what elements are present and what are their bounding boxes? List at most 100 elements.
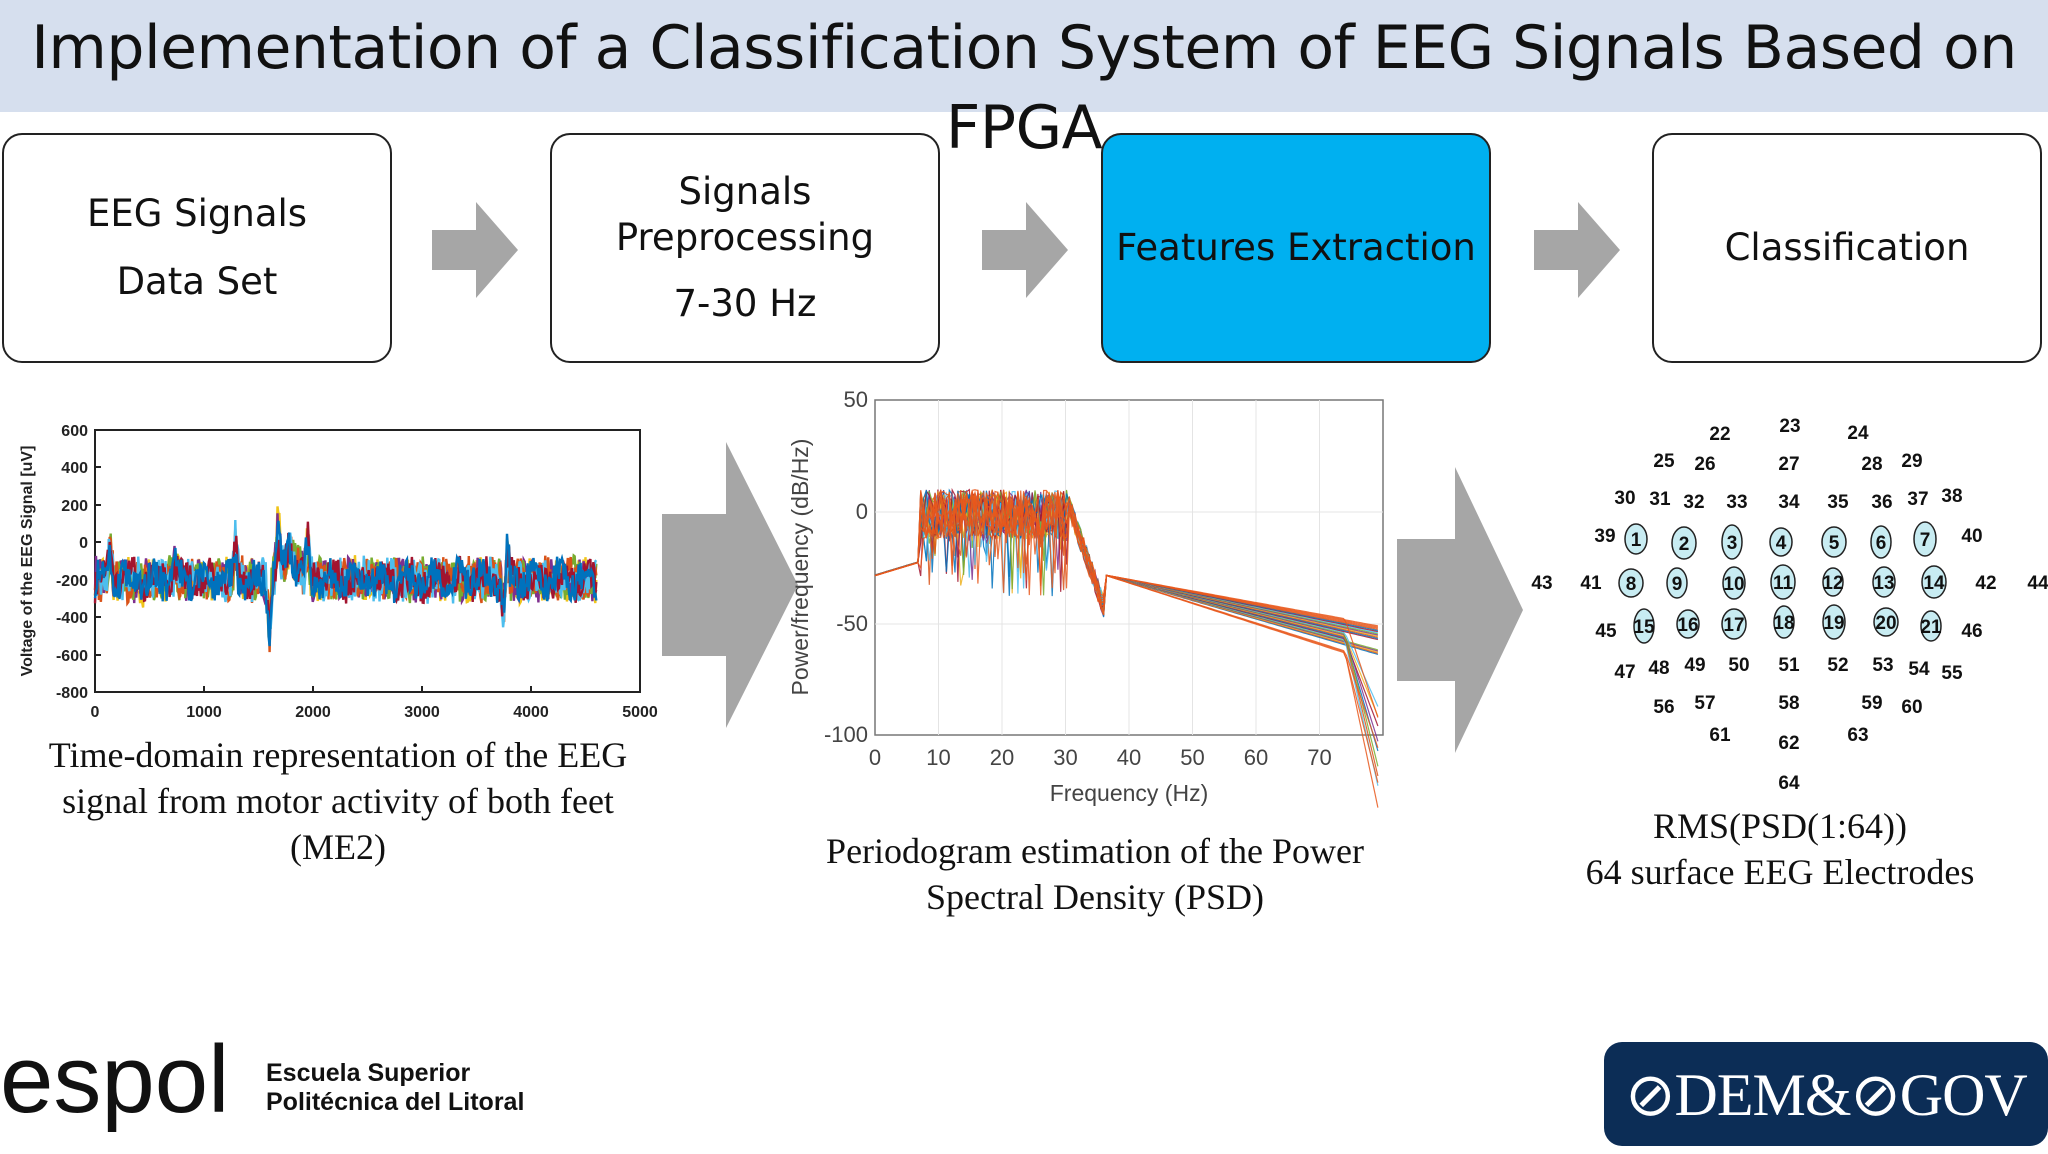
electrode-label: 43	[1531, 573, 1552, 594]
electrode-marker	[1821, 526, 1847, 558]
electrode-label: 40	[1961, 526, 1982, 547]
electrode-label: 64	[1778, 773, 1800, 794]
electrode-label: 27	[1778, 454, 1799, 475]
y-tick-label: 0	[856, 499, 868, 524]
x-tick-label: 0	[869, 745, 881, 770]
electrode-label: 8	[1626, 574, 1637, 595]
y-tick-label: 50	[844, 387, 868, 412]
electrode-label: 48	[1648, 658, 1669, 679]
y-axis-label: Voltage of the EEG Signal [uV]	[19, 446, 36, 677]
time-domain-plot: 600 400 200 0 -200 -400 -600 -800 0 1000…	[19, 423, 658, 721]
electrode-label: 56	[1653, 697, 1674, 718]
electrode-label: 53	[1872, 655, 1893, 676]
electrode-label: 38	[1941, 486, 1962, 507]
x-tick-label: 70	[1307, 745, 1331, 770]
electrode-marker	[1870, 525, 1892, 559]
electrode-label: 51	[1778, 655, 1800, 676]
edem-egov-logo-text: ⊘DEM&⊘GOV	[1625, 1062, 2028, 1128]
psd-trace	[874, 490, 1379, 718]
electrode-label: 11	[1773, 573, 1794, 594]
large-arrow-right-icon	[662, 442, 798, 728]
y-tick-label: -200	[56, 573, 88, 590]
time-plot-caption: Time-domain representation of the EEG si…	[0, 732, 676, 870]
electrode-label: 15	[1633, 617, 1655, 638]
x-tick-label: 4000	[513, 704, 549, 721]
y-axis-label: Power/frequency (dB/Hz)	[790, 439, 813, 696]
y-tick-label: 0	[79, 535, 88, 552]
step-label: EEG Signals	[86, 191, 308, 235]
espol-logo-word: espol	[0, 1030, 230, 1133]
electrode-label: 9	[1672, 574, 1683, 595]
electrode-label: 60	[1901, 697, 1922, 718]
electrode-label: 12	[1822, 573, 1843, 594]
electrode-label: 7	[1920, 530, 1931, 551]
step-eeg-dataset: EEG Signals Data Set	[2, 133, 392, 363]
electrode-marker	[1769, 527, 1793, 557]
electrode-label: 23	[1779, 416, 1800, 437]
x-tick-label: 40	[1117, 745, 1141, 770]
x-tick-label: 10	[926, 745, 950, 770]
caption-line: Periodogram estimation of the Power	[826, 831, 1364, 871]
step-label: Preprocessing	[615, 215, 875, 259]
caption-line: signal from motor activity of both feet	[62, 781, 614, 821]
step-label: Features Extraction	[1116, 225, 1476, 269]
page-title: Implementation of a Classification Syste…	[31, 13, 2017, 163]
espol-logo-line2: Politécnica del Litoral	[266, 1088, 524, 1116]
electrode-label: 17	[1723, 615, 1744, 636]
y-tick-label: -800	[56, 685, 88, 702]
edem-egov-logo: ⊘DEM&⊘GOV	[1604, 1042, 2048, 1146]
electrode-label: 57	[1694, 693, 1715, 714]
electrode-label: 35	[1827, 492, 1849, 513]
electrode-label: 1	[1631, 530, 1642, 551]
electrode-label: 63	[1847, 725, 1868, 746]
arrow-right-icon	[982, 202, 1068, 298]
electrode-label: 18	[1773, 613, 1794, 634]
electrode-label: 28	[1861, 454, 1882, 475]
electrode-label: 59	[1861, 693, 1882, 714]
y-tick-label: 600	[61, 423, 88, 440]
caption-line: Spectral Density (PSD)	[926, 877, 1264, 917]
x-axis-label: Frequency (Hz)	[1050, 780, 1208, 806]
large-arrow-right-icon	[1397, 467, 1523, 753]
electrode-label: 10	[1723, 574, 1744, 595]
electrode-label: 49	[1684, 655, 1705, 676]
x-tick-label: 2000	[295, 704, 331, 721]
electrode-label: 31	[1649, 489, 1671, 510]
step-label: 7-30 Hz	[673, 282, 817, 326]
psd-plot-caption: Periodogram estimation of the Power Spec…	[760, 828, 1430, 920]
x-tick-label: 3000	[404, 704, 440, 721]
y-tick-label: 400	[61, 460, 88, 477]
psd-plot: 50 0 -50 -100 0 10 20 30 40 50 60 70 Fre…	[790, 387, 1384, 808]
step-label: Classification	[1724, 225, 1970, 269]
electrode-label: 34	[1778, 492, 1800, 513]
y-tick-label: 200	[61, 498, 88, 515]
psd-trace	[874, 488, 1379, 748]
caption-line: (ME2)	[290, 827, 386, 867]
electrode-marker	[1676, 609, 1700, 639]
electrode-label: 13	[1873, 573, 1894, 594]
x-tick-label: 20	[990, 745, 1014, 770]
electrode-marker	[1633, 608, 1655, 644]
electrode-label: 3	[1727, 533, 1738, 554]
step-label: Signals	[678, 169, 812, 213]
x-tick-label: 60	[1244, 745, 1268, 770]
electrode-label: 45	[1595, 621, 1617, 642]
electrode-marker	[1721, 608, 1747, 640]
step-preprocessing: Signals Preprocessing 7-30 Hz	[550, 133, 940, 363]
step-label: Data Set	[116, 260, 278, 303]
step-classification: Classification	[1652, 133, 2042, 363]
electrode-label: 29	[1901, 451, 1922, 472]
eeg-trace	[93, 520, 598, 647]
arrow-right-icon	[432, 202, 518, 298]
caption-line: 64 surface EEG Electrodes	[1585, 852, 1975, 892]
electrode-marker	[1913, 521, 1937, 557]
electrode-label: 61	[1709, 725, 1731, 746]
electrode-marker	[1873, 607, 1899, 637]
y-tick-label: -400	[56, 610, 88, 627]
electrode-label: 5	[1829, 533, 1840, 554]
electrode-marker	[1770, 564, 1796, 600]
electrode-label: 54	[1908, 659, 1930, 680]
electrode-label: 41	[1580, 573, 1602, 594]
arrow-right-icon	[1534, 202, 1620, 298]
